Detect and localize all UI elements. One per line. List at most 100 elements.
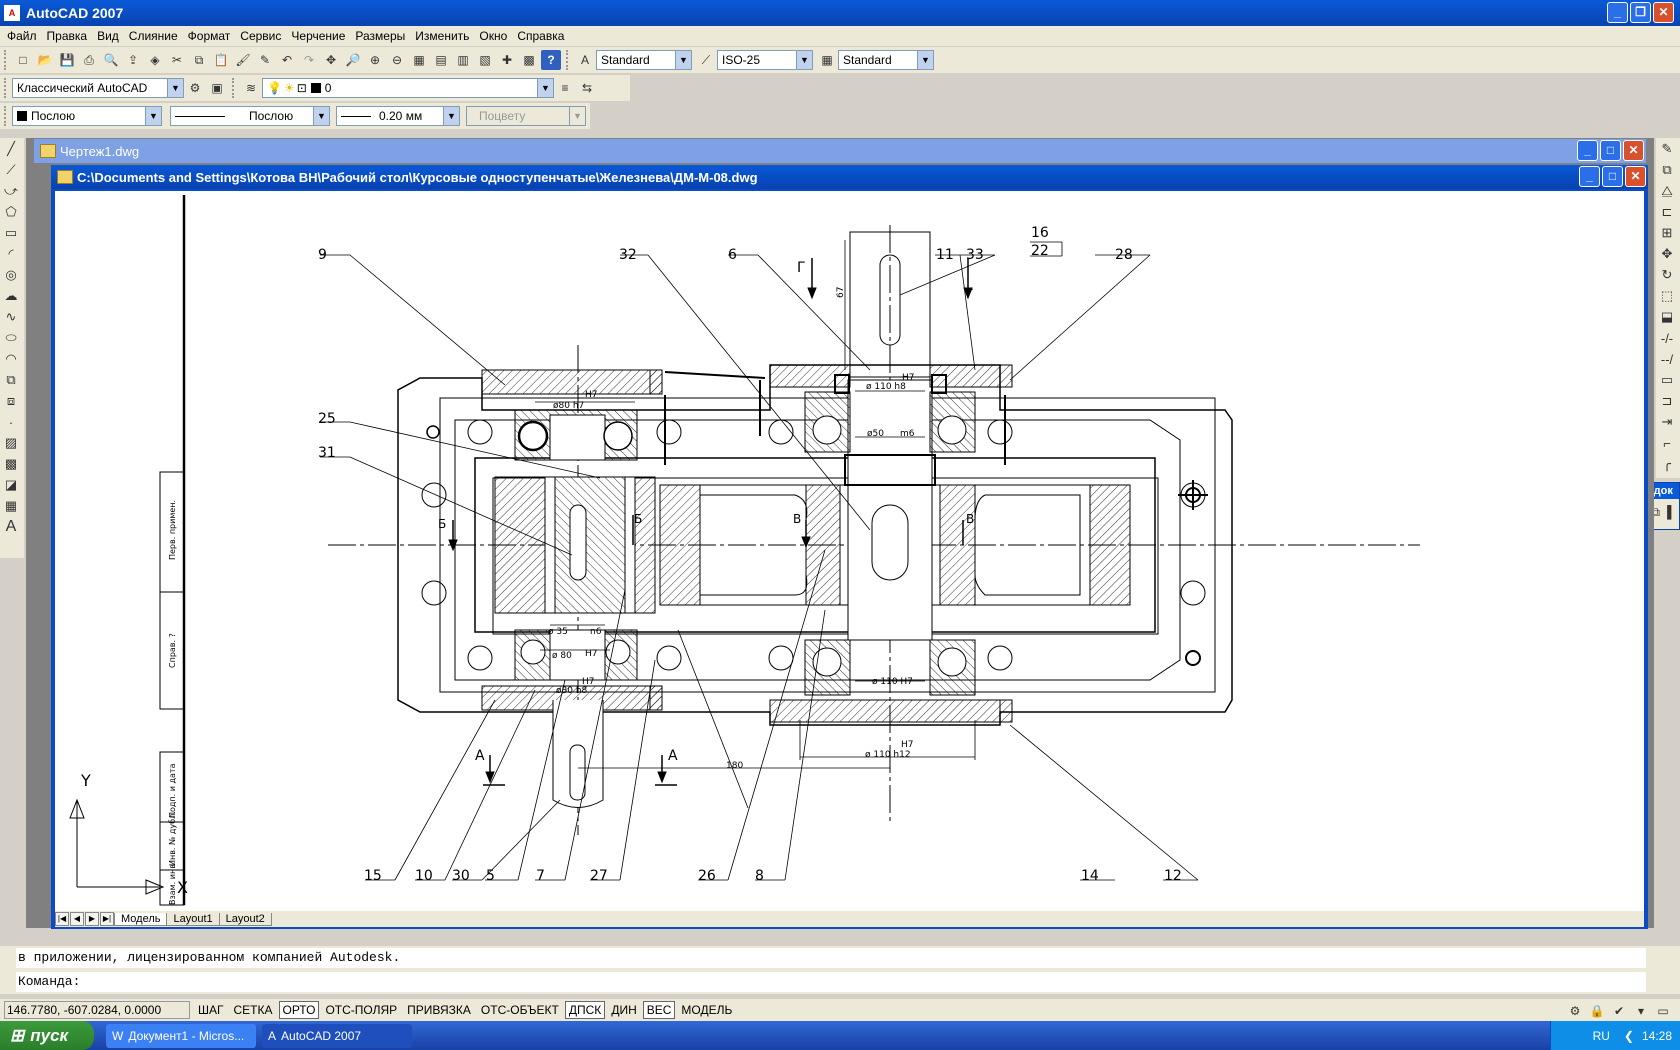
dim-80h7-lower[interactable]: ø 80 <box>552 651 572 661</box>
dim-style-icon[interactable]: ⟋ <box>701 52 711 67</box>
lineweight-select[interactable]: 0.20 мм▼ <box>336 106 460 126</box>
text-style-icon[interactable]: A <box>580 53 589 67</box>
dim-35n6[interactable]: ø 35 <box>548 627 568 637</box>
document-window-2-title[interactable]: C:\Documents and Settings\Котова ВН\Рабо… <box>51 165 1648 189</box>
zoom-window-icon[interactable]: ⊕ <box>369 53 381 67</box>
dim-50m6[interactable]: ø50 <box>867 429 884 439</box>
menu-modify[interactable]: Изменить <box>415 29 470 43</box>
snap-button[interactable]: ШАГ <box>198 1003 224 1017</box>
zoom-previous-icon[interactable]: ⊖ <box>391 53 403 67</box>
chevron-down-icon[interactable]: ▼ <box>537 79 553 97</box>
grid-button[interactable]: СЕТКА <box>233 1003 273 1017</box>
make-layer-current-icon[interactable]: ≡ <box>561 81 569 95</box>
callout-32[interactable]: 32 <box>619 247 637 263</box>
plot-preview-icon[interactable]: 🔍 <box>103 53 119 67</box>
construction-line-icon[interactable]: ⟋ <box>6 162 16 177</box>
toolbar-grip[interactable] <box>4 78 8 98</box>
linetype-select[interactable]: Послою▼ <box>170 106 330 126</box>
3d-dwf-icon[interactable]: ◈ <box>150 53 160 67</box>
start-button[interactable]: ⊞пуск <box>0 1021 94 1050</box>
array-icon[interactable]: ⊞ <box>1661 225 1673 240</box>
callout-11[interactable]: 11 <box>936 247 954 263</box>
point-icon[interactable]: · <box>8 414 14 430</box>
chevron-down-icon[interactable]: ▼ <box>145 107 161 125</box>
tab-layout2[interactable]: Layout2 <box>218 912 272 926</box>
trim-icon[interactable]: -/- <box>1660 330 1674 346</box>
layer-freeze-icon[interactable]: ☀ <box>283 81 295 95</box>
callout-15[interactable]: 15 <box>364 868 382 884</box>
toolbar-grip[interactable] <box>4 106 8 126</box>
redo-icon[interactable]: ↷ <box>303 53 315 67</box>
dim-110h12[interactable]: ø 110 h12 <box>865 750 911 760</box>
sheet-set-icon[interactable]: ▧ <box>479 53 491 67</box>
workspace-settings-icon[interactable]: ⚙ <box>189 81 201 95</box>
dim-110H7[interactable]: ø 110 H7 <box>872 677 913 687</box>
doc2-maximize-button[interactable]: □ <box>1602 166 1623 187</box>
new-icon[interactable]: □ <box>19 53 27 67</box>
clean-screen-icon[interactable]: ▭ <box>1657 1004 1669 1018</box>
gradient-icon[interactable]: ▩ <box>4 456 18 471</box>
close-button[interactable]: ✕ <box>1653 2 1674 23</box>
workspace-select[interactable]: Классический AutoCAD▼ <box>12 78 184 98</box>
offset-icon[interactable]: ⊏ <box>1661 204 1673 219</box>
dim-110h8[interactable]: ø 110 h8 <box>866 382 906 392</box>
rectangle-icon[interactable]: ▭ <box>4 225 18 240</box>
callout-26[interactable]: 26 <box>698 868 716 884</box>
dim-180[interactable]: 180 <box>726 761 743 771</box>
menu-help[interactable]: Справка <box>517 29 565 43</box>
match-properties-icon[interactable]: 🖌 <box>235 53 251 67</box>
chamfer-icon[interactable]: ⌐ <box>1663 435 1671 451</box>
make-block-icon[interactable]: ⧈ <box>6 393 16 408</box>
callout-16[interactable]: 16 <box>1031 225 1049 241</box>
doc2-close-button[interactable]: ✕ <box>1625 166 1646 187</box>
lwt-button[interactable]: ВЕС <box>642 1001 676 1019</box>
callout-9[interactable]: 9 <box>318 247 327 263</box>
callout-25[interactable]: 25 <box>318 411 336 427</box>
color-select[interactable]: Послою▼ <box>12 106 162 126</box>
tab-nav-first[interactable]: |◀ <box>55 912 69 926</box>
stretch-icon[interactable]: ⬓ <box>1660 309 1674 324</box>
break-at-point-icon[interactable]: ▭ <box>1660 372 1674 387</box>
save-icon[interactable]: 💾 <box>59 53 75 67</box>
multiline-text-icon[interactable]: A <box>5 518 17 535</box>
restore-button[interactable]: ❐ <box>1630 2 1651 23</box>
callout-22[interactable]: 22 <box>1031 243 1049 259</box>
open-icon[interactable]: 📂 <box>37 53 53 67</box>
toolbar-lock-icon[interactable]: 🔒 <box>1589 1004 1605 1018</box>
fillet-icon[interactable]: ╭ <box>1663 456 1671 471</box>
menu-tools[interactable]: Сервис <box>240 29 282 43</box>
scale-icon[interactable]: ⬚ <box>1660 288 1674 303</box>
toolbar-grip[interactable] <box>4 50 8 70</box>
menu-edit[interactable]: Правка <box>46 29 88 43</box>
doc1-maximize-button[interactable]: □ <box>1600 140 1621 161</box>
menu-merge[interactable]: Слияние <box>128 29 178 43</box>
calculator-icon[interactable]: ▩ <box>523 53 535 67</box>
markup-icon[interactable]: ✚ <box>501 53 513 67</box>
ducs-button[interactable]: ДПСК <box>564 1001 606 1019</box>
doc1-close-button[interactable]: ✕ <box>1623 140 1644 161</box>
insert-block-icon[interactable]: ⧉ <box>6 372 16 387</box>
otrack-button[interactable]: ОТС-ОБЪЕКТ <box>480 1003 559 1017</box>
tab-layout1[interactable]: Layout1 <box>166 912 220 926</box>
revision-cloud-icon[interactable]: ☁ <box>4 288 18 303</box>
status-menu-icon[interactable]: ▾ <box>1637 1004 1645 1018</box>
dim-80h8[interactable]: ø80 h8 <box>556 686 588 696</box>
ortho-button[interactable]: ОРТО <box>278 1001 320 1019</box>
menu-file[interactable]: Файл <box>7 29 37 43</box>
workspace-save-icon[interactable]: ▣ <box>211 81 223 95</box>
table-icon[interactable]: ▦ <box>4 498 18 513</box>
cut-icon[interactable]: ✂ <box>171 53 183 67</box>
rotate-icon[interactable]: ↻ <box>1661 267 1673 282</box>
plot-icon[interactable]: ⎙ <box>84 52 94 67</box>
polar-button[interactable]: ОТС-ПОЛЯР <box>325 1003 398 1017</box>
copy-object-icon[interactable]: ⧉ <box>1662 162 1672 177</box>
menu-dimension[interactable]: Размеры <box>355 29 406 43</box>
break-icon[interactable]: ⊐ <box>1661 393 1673 408</box>
zoom-realtime-icon[interactable]: 🔎 <box>345 53 361 67</box>
properties-icon[interactable]: ▦ <box>413 53 425 67</box>
callout-28[interactable]: 28 <box>1115 247 1133 263</box>
dim-style-select[interactable]: ISO-25▼ <box>717 50 813 70</box>
chevron-down-icon[interactable]: ▼ <box>796 51 812 69</box>
line-icon[interactable]: ╱ <box>7 141 15 156</box>
